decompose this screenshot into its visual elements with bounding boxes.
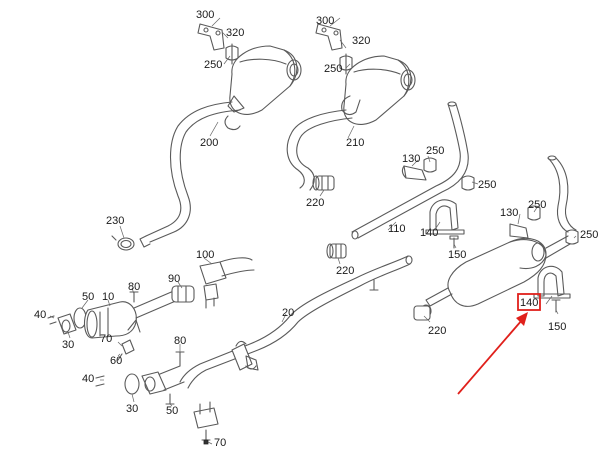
front-lower-flange <box>95 351 219 445</box>
callout-250: 250 <box>478 179 496 191</box>
highlight-box <box>517 293 541 311</box>
callout-200: 200 <box>200 137 218 149</box>
callout-70: 70 <box>214 437 226 449</box>
callout-labels: 300 320 250 200 300 320 250 210 220 130 … <box>34 9 598 449</box>
callout-230: 230 <box>106 215 124 227</box>
callout-300: 300 <box>316 15 334 27</box>
callout-220: 220 <box>336 265 354 277</box>
callout-130: 130 <box>500 207 518 219</box>
callout-100: 100 <box>196 249 214 261</box>
callout-80: 80 <box>128 281 140 293</box>
center-muffler <box>413 155 579 321</box>
callout-30: 30 <box>62 339 74 351</box>
callout-250: 250 <box>324 63 342 75</box>
callout-40: 40 <box>34 309 46 321</box>
callout-30: 30 <box>126 403 138 415</box>
callout-150: 150 <box>448 249 466 261</box>
callout-320: 320 <box>226 27 244 39</box>
callout-140-highlighted: 140 <box>520 297 538 309</box>
intermediate-pipe-20 <box>179 255 413 389</box>
callout-140: 140 <box>420 227 438 239</box>
highlight-arrow <box>457 312 528 395</box>
callout-250: 250 <box>426 145 444 157</box>
callout-80: 80 <box>174 335 186 347</box>
rear-muffler-210 <box>286 23 416 191</box>
callout-50: 50 <box>82 291 94 303</box>
callout-50: 50 <box>166 405 178 417</box>
callout-150: 150 <box>548 321 566 333</box>
leader-lines <box>49 17 577 445</box>
callout-250: 250 <box>580 229 598 241</box>
callout-250: 250 <box>204 59 222 71</box>
callout-20: 20 <box>282 307 294 319</box>
flex-joint-90-100 <box>171 257 255 309</box>
callout-220: 220 <box>306 197 324 209</box>
clamp-230 <box>111 235 135 251</box>
callout-110: 110 <box>388 223 406 235</box>
callout-60: 60 <box>110 355 122 367</box>
callout-220: 220 <box>428 325 446 337</box>
callout-10: 10 <box>102 291 114 303</box>
callout-320: 320 <box>352 35 370 47</box>
tail-pipe-110 <box>326 101 475 259</box>
callout-40: 40 <box>82 373 94 385</box>
callout-210: 210 <box>346 137 364 149</box>
callout-130: 130 <box>402 153 420 165</box>
front-pipe-10 <box>47 289 179 361</box>
callout-300: 300 <box>196 9 214 21</box>
callout-90: 90 <box>168 273 180 285</box>
callout-70: 70 <box>100 333 112 345</box>
rear-muffler-200 <box>139 23 302 248</box>
callout-250: 250 <box>528 199 546 211</box>
